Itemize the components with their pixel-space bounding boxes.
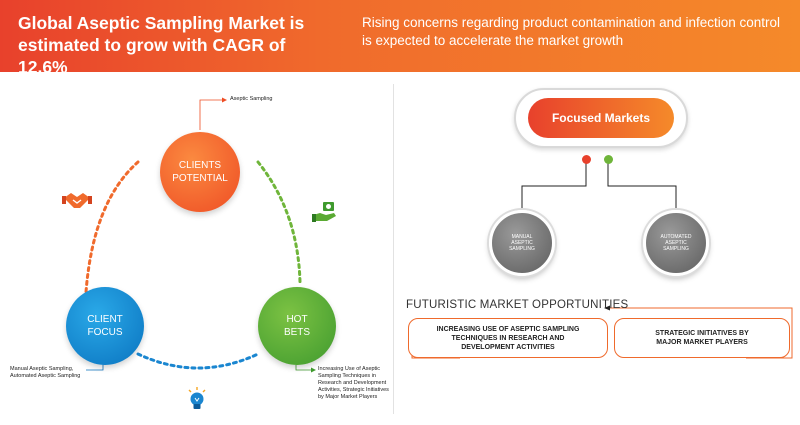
panel-divider [393,84,394,414]
segment-manual-circle: MANUAL ASEPTIC SAMPLING [489,210,555,276]
red-dot [582,155,591,164]
pointer-hotbets [295,365,311,371]
client-focus-note: Manual Aseptic Sampling, Automated Asept… [10,366,81,379]
arc-orange [84,160,140,294]
opportunity-2-text: STRATEGIC INITIATIVES BY MAJOR MARKET PL… [655,330,749,346]
pointer-hotbets-arrow [311,367,316,373]
hot-bets-label: HOT BETS [283,314,311,338]
pointer-focus [86,364,104,371]
arc-blue [136,352,260,370]
header-divider [346,10,347,62]
client-focus-circle: CLIENT FOCUS [66,287,144,365]
cycle-connectors [84,97,316,373]
left-panel: CLIENTS POTENTIAL Aseptic Sampling CLIEN… [8,82,389,417]
opportunities-title: FUTURISTIC MARKET OPPORTUNITIES [406,299,629,311]
focused-markets-label: Focused Markets [528,98,674,138]
pointer-clients [199,99,222,130]
lightbulb-icon [188,387,206,409]
clients-potential-note: Aseptic Sampling [230,96,273,102]
clients-potential-label: CLIENTS POTENTIAL [172,160,228,184]
segment-automated-label: AUTOMATED ASEPTIC SAMPLING [660,234,692,252]
focused-markets-pill: Focused Markets [514,88,688,148]
header-subtitle: Rising concerns regarding product contam… [362,15,780,48]
opportunity-1-text: INCREASING USE OF ASEPTIC SAMPLING TECHN… [436,325,580,351]
clients-potential-circle: CLIENTS POTENTIAL [160,132,240,212]
header-title: Global Aseptic Sampling Market is estima… [18,13,305,77]
opportunity-box-1: INCREASING USE OF ASEPTIC SAMPLING TECHN… [408,318,608,358]
right-panel: Focused Markets MANUAL ASEPTIC SAMPLING … [400,82,796,417]
opportunities-arrow [604,305,610,311]
header-banner: Global Aseptic Sampling Market is estima… [0,0,800,77]
pointer-clients-arrow [222,97,227,103]
opportunity-box-2: STRATEGIC INITIATIVES BY MAJOR MARKET PL… [614,318,790,358]
hand-money-icon [312,202,336,222]
hot-bets-note: Increasing Use of Aseptic Sampling Techn… [318,366,389,400]
hot-bets-circle: HOT BETS [258,287,336,365]
handshake-icon [62,193,92,208]
segment-automated-circle: AUTOMATED ASEPTIC SAMPLING [643,210,709,276]
arc-green [256,160,302,284]
segment-manual-label: MANUAL ASEPTIC SAMPLING [509,234,535,252]
green-dot [604,155,613,164]
client-focus-label: CLIENT FOCUS [87,314,123,338]
